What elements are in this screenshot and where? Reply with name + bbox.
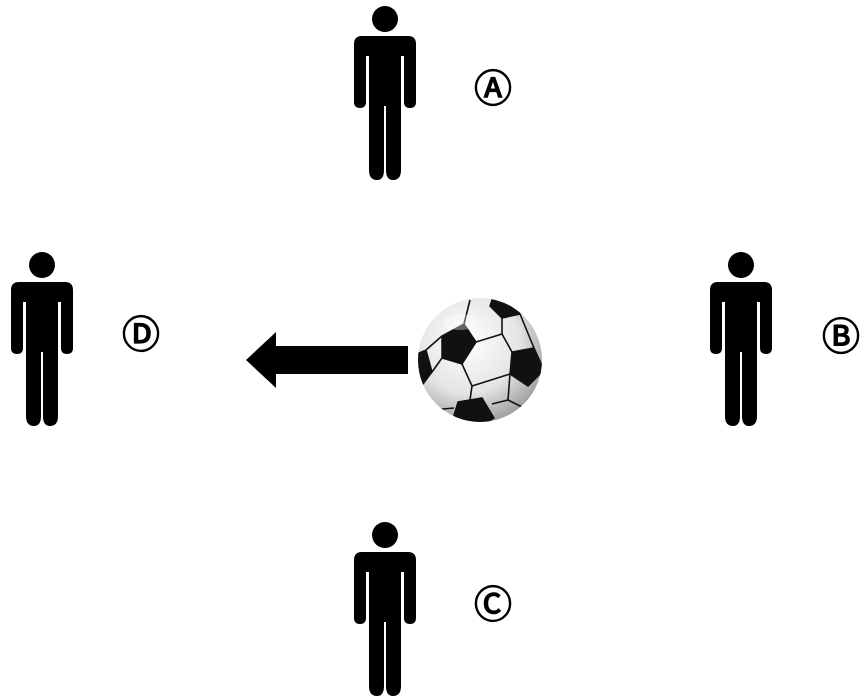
- soccer-ball-icon: [412, 292, 548, 428]
- label-b: Ⓑ: [820, 316, 862, 358]
- label-c: Ⓒ: [472, 584, 514, 626]
- label-a: Ⓐ: [472, 68, 514, 110]
- person-icon: [350, 4, 420, 184]
- label-d: Ⓓ: [120, 314, 162, 356]
- person-b: [706, 250, 776, 430]
- person-a: [350, 4, 420, 184]
- person-d: [7, 250, 77, 430]
- arrow-left-icon: [246, 330, 408, 390]
- person-c: [350, 520, 420, 700]
- person-icon: [350, 520, 420, 700]
- person-icon: [7, 250, 77, 430]
- person-icon: [706, 250, 776, 430]
